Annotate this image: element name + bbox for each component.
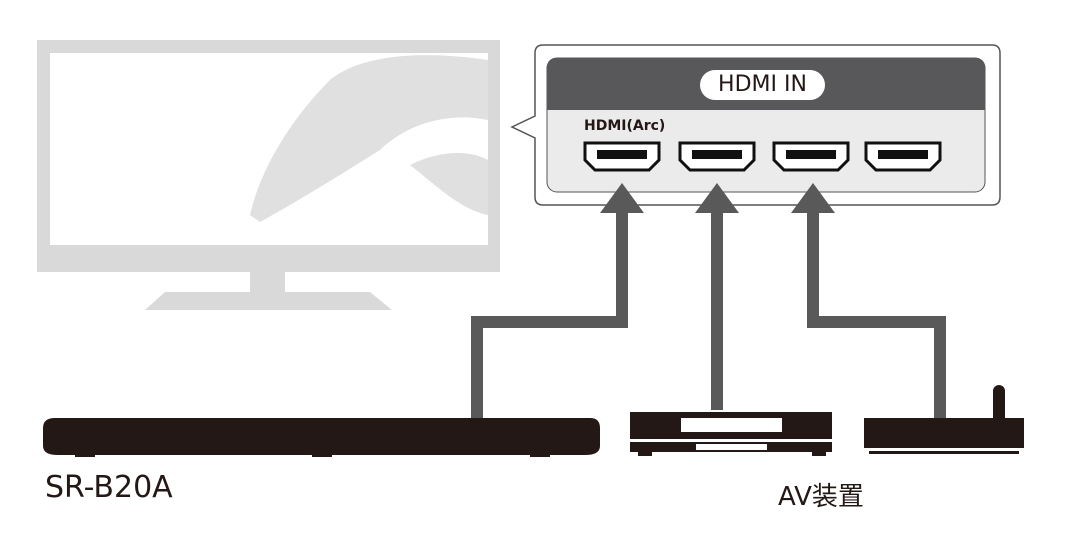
soundbar-icon [43, 418, 600, 457]
tv-icon [37, 40, 500, 310]
cable-router [807, 205, 946, 418]
hdmi-port-slot [692, 150, 742, 159]
hdmi-port-slot [597, 150, 647, 159]
set-top-box-icon [864, 385, 1024, 454]
hdmi-arc-label: HDMI(Arc) [584, 118, 666, 134]
arrow-head-3 [791, 183, 835, 213]
dolphin-image [250, 55, 488, 223]
hdmi-port-slot [786, 150, 836, 159]
hdmi-port-slot [878, 150, 928, 159]
blu-ray-player-icon [630, 412, 832, 456]
arrow-head-1 [600, 183, 644, 213]
hdmi-in-label: HDMI IN [718, 72, 807, 97]
av-device-label: AV装置 [778, 482, 864, 512]
cable-soundbar-arc [471, 205, 628, 418]
arrow-head-2 [695, 183, 739, 213]
soundbar-model-label: SR-B20A [45, 470, 173, 505]
hdmi-panel [510, 44, 1001, 206]
hdmi-cables [471, 205, 946, 418]
